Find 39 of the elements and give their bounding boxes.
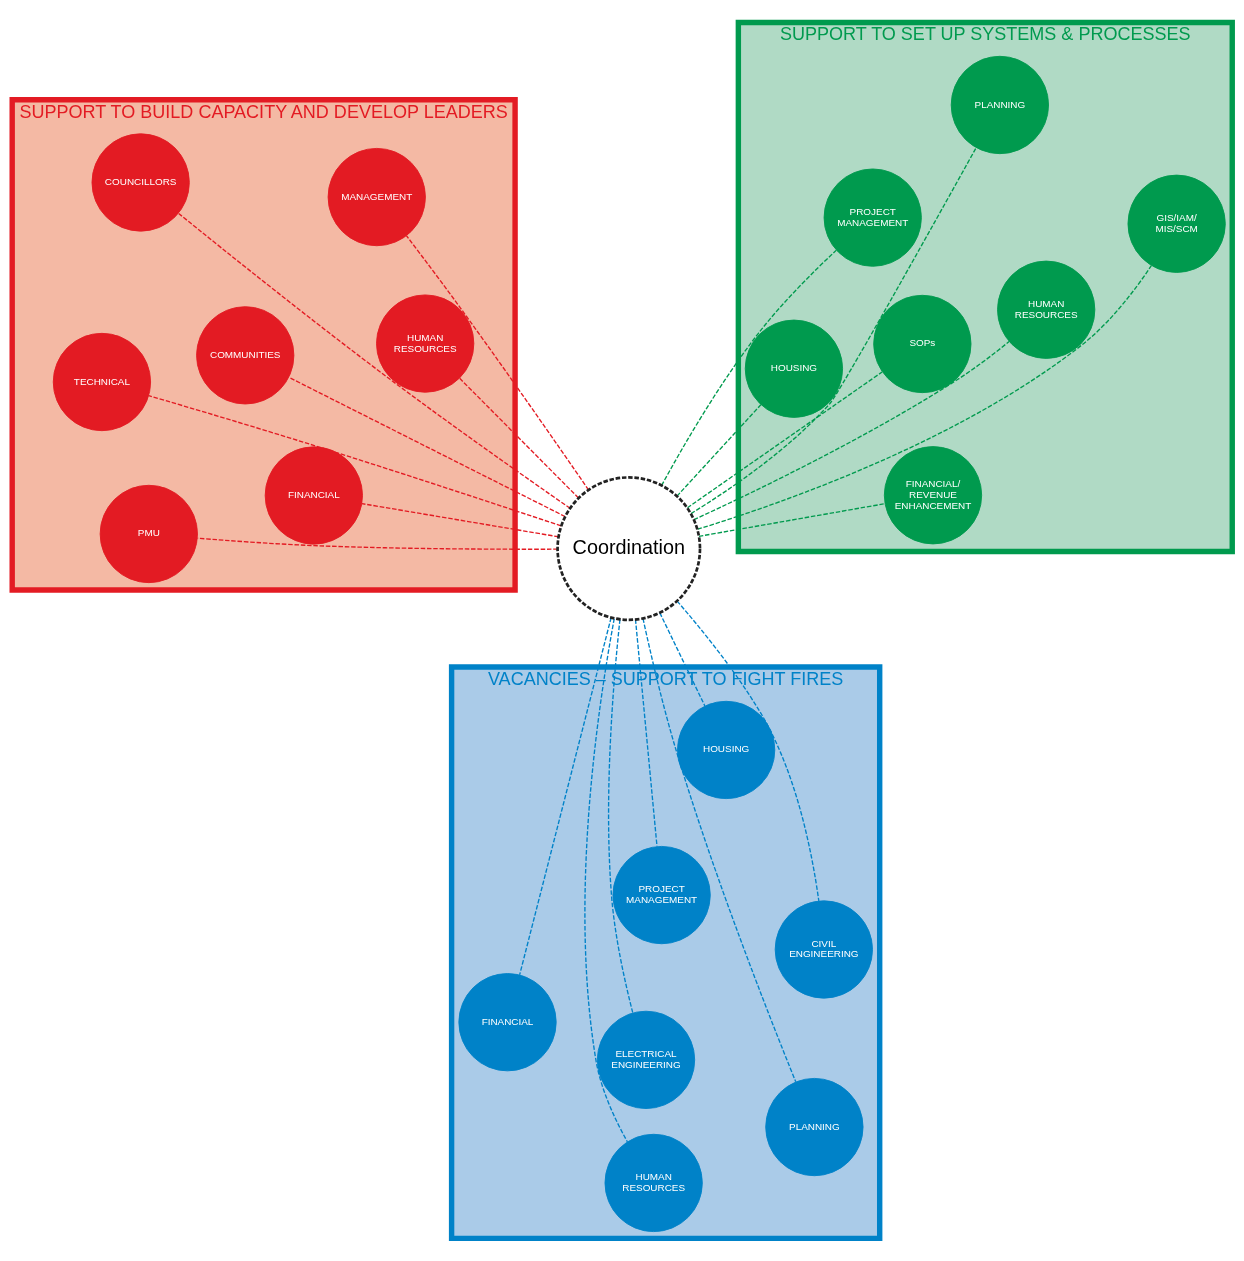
node-circle: FINANCIAL: [458, 973, 557, 1072]
connector: [659, 612, 706, 707]
node-circle: Coordination: [556, 476, 702, 622]
connector: [405, 235, 590, 491]
node-circle: SOPs: [873, 294, 972, 394]
node-circle: FINANCIAL: [264, 446, 363, 545]
node-circle: PLANNING: [950, 55, 1049, 155]
node-circle: HUMAN RESOURCES: [604, 1133, 703, 1233]
connector: [288, 376, 566, 518]
connector: [458, 377, 580, 499]
connector: [607, 618, 634, 1014]
connector: [518, 617, 612, 976]
node-circle: ELECTRICAL ENGINEERING: [596, 1010, 696, 1109]
connector: [698, 503, 886, 537]
node-circle: HOUSING: [744, 319, 844, 418]
connector: [696, 265, 1152, 530]
node-circle: GIS/IAM/ MIS/SCM: [1127, 174, 1226, 273]
node-circle: PROJECT MANAGEMENT: [612, 845, 711, 945]
node-circle: TECHNICAL: [52, 332, 152, 432]
node-circle: HOUSING: [677, 700, 776, 800]
connector: [642, 617, 797, 1083]
node-circle: HUMAN RESOURCES: [376, 294, 475, 393]
node-circle: PMU: [99, 484, 198, 584]
connector: [676, 404, 762, 497]
node-circle: MANAGEMENT: [327, 147, 426, 247]
node-circle: CIVIL ENGINEERING: [774, 900, 873, 999]
connector: [690, 147, 977, 515]
node-circle: HUMAN RESOURCES: [997, 260, 1096, 359]
connector: [676, 600, 820, 902]
connector: [148, 394, 562, 527]
connector: [693, 340, 1010, 521]
connector: [686, 371, 883, 509]
connector: [177, 212, 571, 509]
node-circle: COUNCILLORS: [91, 133, 190, 232]
node-circle: PROJECT MANAGEMENT: [823, 168, 922, 267]
connector: [660, 249, 838, 487]
node-circle: FINANCIAL/ REVENUE ENHANCEMENT: [883, 446, 983, 545]
node-circle: COMMUNITIES: [196, 306, 295, 405]
node-circle: PLANNING: [765, 1077, 864, 1177]
